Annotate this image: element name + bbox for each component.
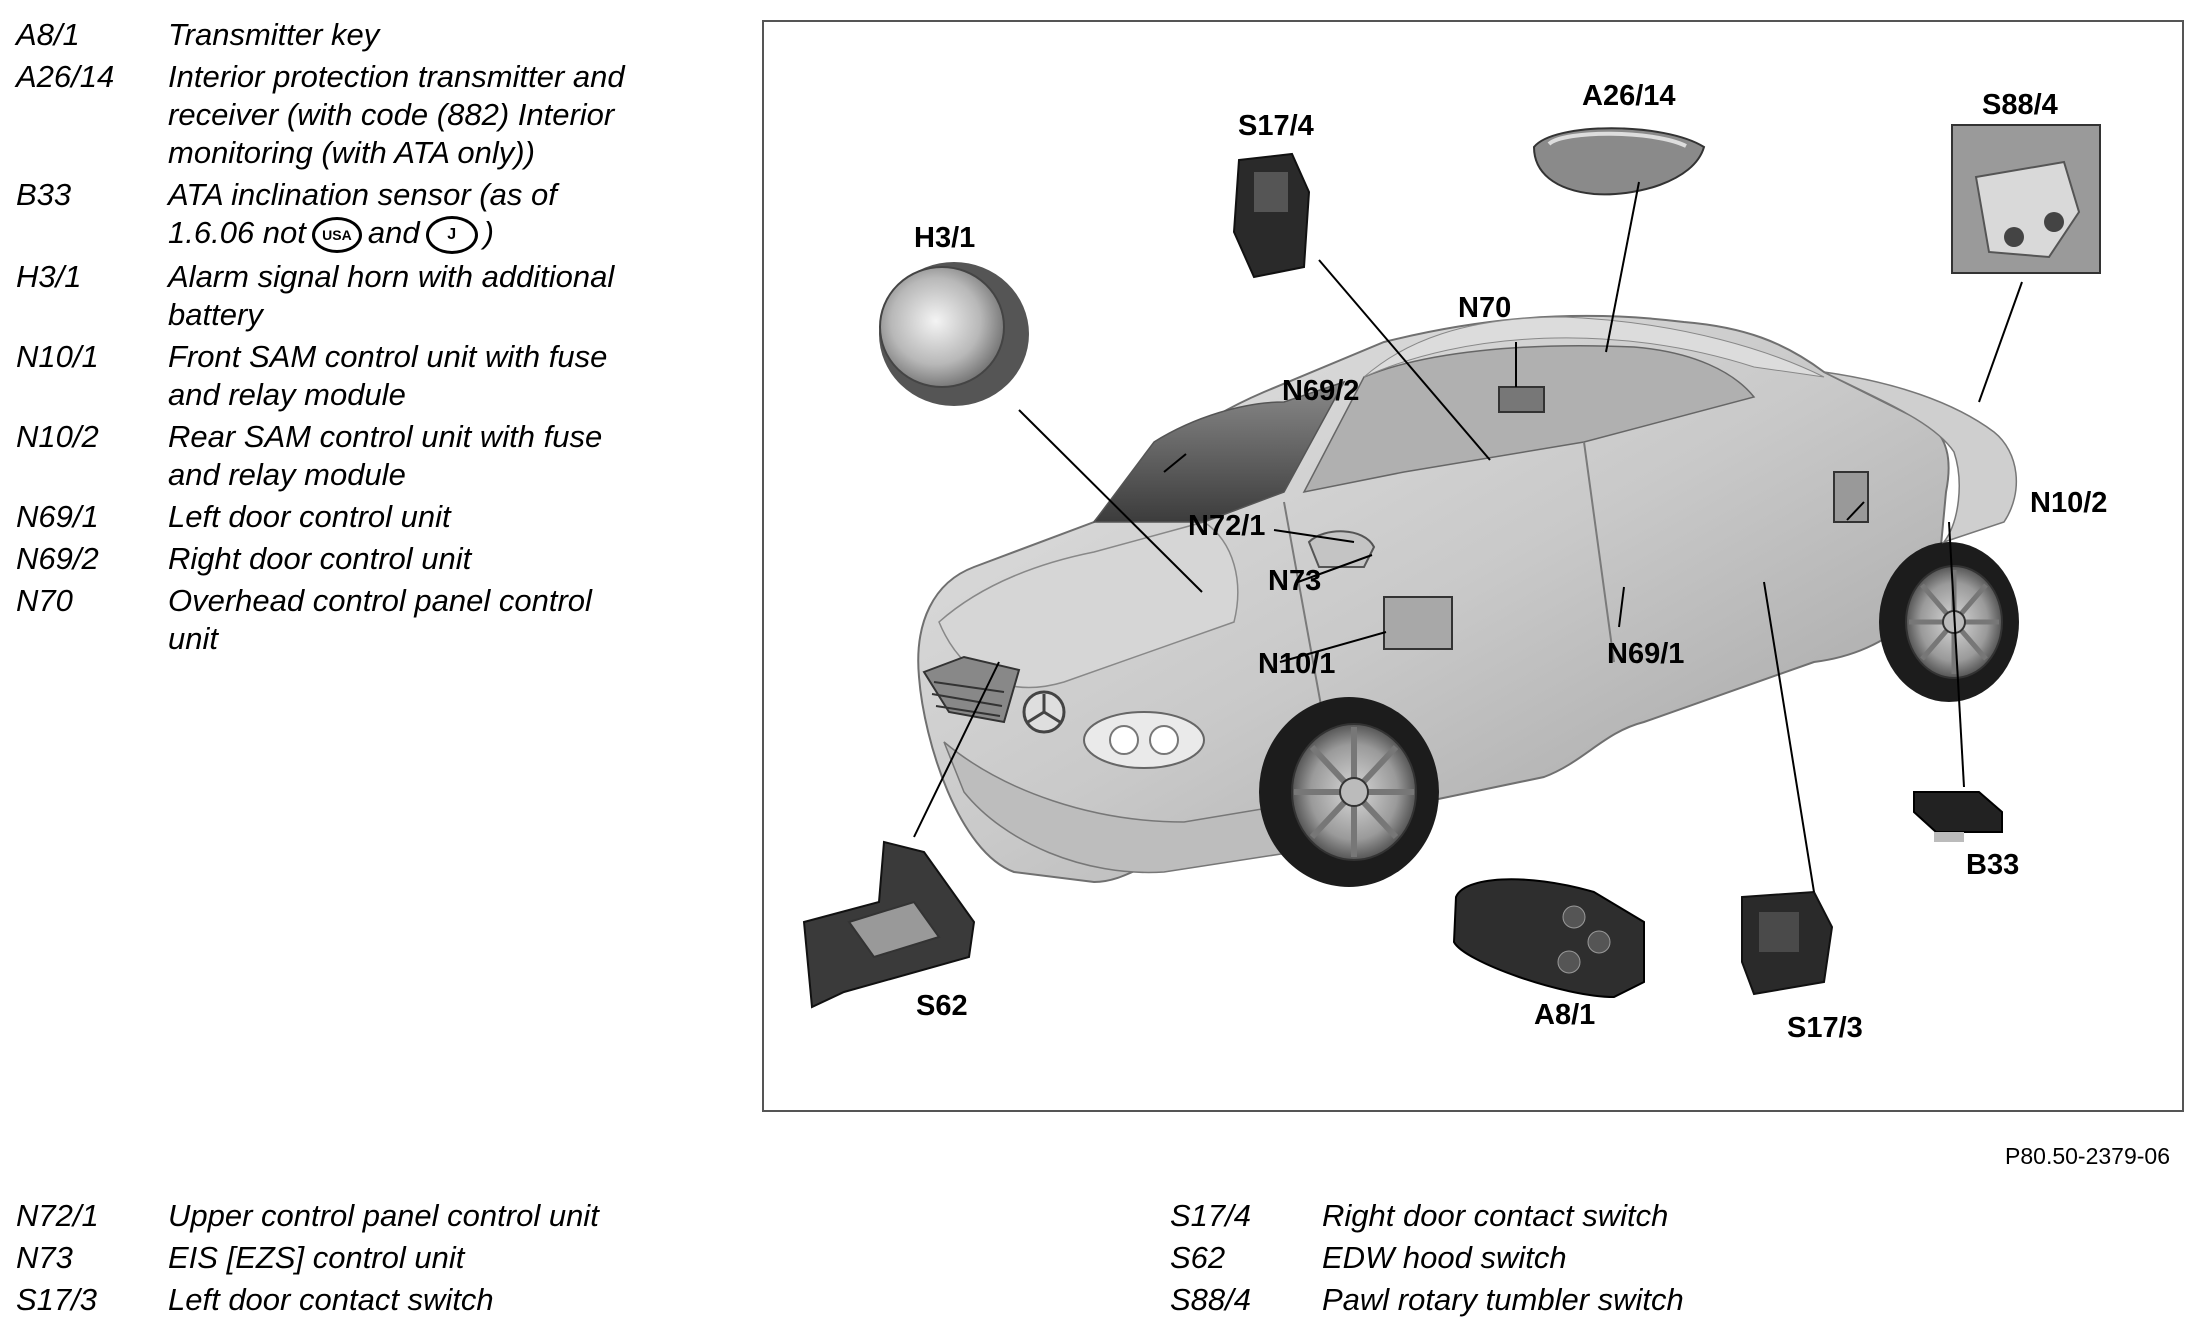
legend-bottom-right: S17/4 Right door contact switch S62 EDW …	[1170, 1197, 1930, 1323]
legend-code: N72/1	[16, 1198, 99, 1233]
legend-desc: Right door control unit	[168, 540, 472, 576]
n70-module-shape	[1498, 386, 1545, 413]
legend-row: N10/1 Front SAM control unit with fuse a…	[16, 338, 696, 414]
car-side-window	[1302, 345, 1756, 494]
legend-code: N10/2	[16, 418, 99, 454]
legend-desc: Front SAM control unit with fuse and rel…	[168, 338, 608, 412]
legend-row: S17/4 Right door contact switch	[1170, 1197, 1930, 1235]
car-grille	[922, 655, 1066, 734]
legend-code: A8/1	[16, 17, 80, 52]
label-n10-1: N10/1	[1258, 648, 1335, 680]
label-n73: N73	[1268, 565, 1321, 597]
car-roof	[1363, 316, 1825, 378]
legend-desc: Overhead control panel control unit	[168, 582, 592, 656]
legend-code: N69/1	[16, 498, 99, 534]
legend-code: S88/4	[1170, 1282, 1252, 1317]
legend-row: N73 EIS [EZS] control unit	[16, 1239, 716, 1277]
legend-code: N10/1	[16, 338, 99, 374]
legend-row: N10/2 Rear SAM control unit with fuse an…	[16, 418, 696, 494]
usa-country-symbol: USA	[311, 216, 362, 253]
legend-code: A26/14	[16, 59, 115, 94]
legend-desc: Upper control panel control unit	[168, 1198, 599, 1233]
component-location-figure: S17/4 A26/14 S88/4 H3/1 N70 N69/2 N72/1 …	[762, 20, 2184, 1112]
legend-desc: Rear SAM control unit with fuse and rela…	[168, 418, 603, 492]
h3-1-alarm-horn	[879, 262, 1029, 406]
legend-desc: Left door control unit	[168, 498, 451, 534]
legend-desc-part: )	[483, 215, 494, 250]
legend-row: N72/1 Upper control panel control unit	[16, 1197, 716, 1235]
legend-desc: Transmitter key	[168, 17, 380, 52]
label-a26-14: A26/14	[1582, 80, 1676, 112]
n10-2-module-shape	[1833, 471, 1869, 523]
legend-code: S62	[1170, 1240, 1226, 1275]
legend-desc-part: and	[367, 215, 420, 250]
car-front-wheel	[1259, 697, 1439, 887]
s17-3-door-switch-left	[1741, 890, 1834, 996]
legend-row: B33 ATA inclination sensor (as of 1.6.06…	[16, 176, 696, 254]
legend-desc: Right door contact switch	[1322, 1198, 1669, 1233]
car-headlight	[1083, 711, 1205, 769]
leader-lines	[913, 181, 2023, 893]
s17-4-door-switch-right	[1232, 152, 1311, 279]
legend-code: S17/4	[1170, 1198, 1252, 1233]
legend-desc: Alarm signal horn with additional batter…	[168, 258, 615, 332]
label-b33: B33	[1966, 849, 2019, 881]
label-s62: S62	[916, 990, 968, 1022]
n10-1-module-shape	[1383, 596, 1453, 650]
figure-labels: S17/4 A26/14 S88/4 H3/1 N70 N69/2 N72/1 …	[914, 80, 2107, 1044]
japan-country-symbol: J	[425, 215, 478, 254]
legend-bottom-left: N72/1 Upper control panel control unit N…	[16, 1197, 716, 1323]
label-a8-1: A8/1	[1534, 999, 1595, 1031]
legend-desc: Pawl rotary tumbler switch	[1322, 1282, 1684, 1317]
legend-top: A8/1 Transmitter key A26/14 Interior pro…	[16, 16, 696, 662]
legend-desc-b33: ATA inclination sensor (as of 1.6.06 not…	[168, 176, 557, 254]
label-n69-1: N69/1	[1607, 638, 1684, 670]
legend-desc: EDW hood switch	[1322, 1240, 1567, 1275]
legend-code: S17/3	[16, 1282, 98, 1317]
car-windshield	[1092, 380, 1346, 523]
figure-reference: P80.50-2379-06	[2005, 1143, 2170, 1169]
legend-code: H3/1	[16, 258, 82, 294]
a8-1-transmitter-key	[1452, 878, 1645, 999]
legend-row: A8/1 Transmitter key	[16, 16, 696, 54]
legend-row: S62 EDW hood switch	[1170, 1239, 1930, 1277]
b33-inclination-sensor	[1913, 791, 2003, 842]
legend-row: A26/14 Interior protection transmitter a…	[16, 58, 696, 172]
a26-14-interior-protection-unit	[1532, 127, 1706, 196]
car-door-line	[1283, 441, 1615, 723]
label-s17-3: S17/3	[1787, 1012, 1863, 1044]
s62-hood-switch	[802, 840, 976, 1009]
legend-desc-part: ATA inclination sensor (as of 1.6.06 not	[168, 177, 557, 250]
label-n69-2: N69/2	[1282, 375, 1359, 407]
legend-code: N69/2	[16, 540, 99, 576]
legend-desc: Interior protection transmitter and rece…	[168, 59, 625, 170]
legend-row: N69/1 Left door control unit	[16, 498, 696, 536]
legend-row: S17/3 Left door contact switch	[16, 1281, 716, 1319]
legend-code: B33	[16, 177, 72, 212]
label-s88-4: S88/4	[1982, 89, 2058, 121]
car-diagram: S17/4 A26/14 S88/4 H3/1 N70 N69/2 N72/1 …	[802, 80, 2107, 1044]
legend-row: N69/2 Right door control unit	[16, 540, 696, 578]
label-h3-1: H3/1	[914, 222, 975, 254]
label-n10-2: N10/2	[2030, 487, 2107, 519]
car-rear-wheel	[1879, 542, 2019, 702]
legend-row: H3/1 Alarm signal horn with additional b…	[16, 258, 696, 334]
s88-4-pawl-switch	[1951, 124, 2101, 274]
label-n72-1: N72/1	[1188, 510, 1265, 542]
legend-row: S88/4 Pawl rotary tumbler switch	[1170, 1281, 1930, 1319]
legend-desc: Left door contact switch	[168, 1282, 494, 1317]
legend-row: N70 Overhead control panel control unit	[16, 582, 696, 658]
label-s17-4: S17/4	[1238, 110, 1314, 142]
car-illustration	[917, 314, 2019, 887]
legend-code: N73	[16, 1240, 73, 1275]
legend-code: N70	[16, 582, 73, 618]
car-rear	[1823, 371, 2017, 544]
label-n70: N70	[1458, 292, 1511, 324]
legend-desc: EIS [EZS] control unit	[168, 1240, 465, 1275]
